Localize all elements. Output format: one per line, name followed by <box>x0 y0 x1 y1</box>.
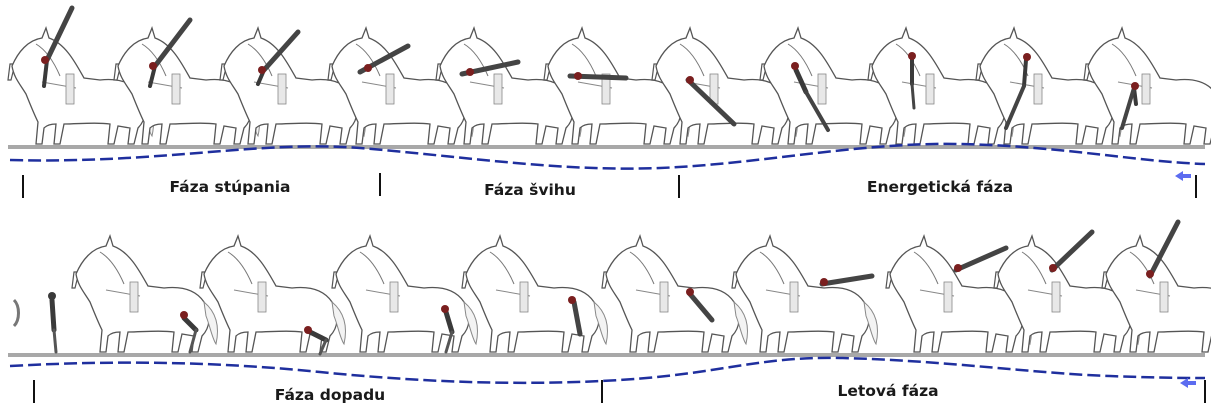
rider-2-1 <box>48 292 58 354</box>
rider-1-8 <box>791 62 830 132</box>
row-1-dashed-curve <box>9 142 1206 170</box>
rider-2-4b <box>568 296 583 337</box>
phase-label-ascent: Fáza stúpania <box>169 178 290 196</box>
phase-label-energy: Energetická fáza <box>867 178 1013 196</box>
rider-2-3 <box>304 326 329 356</box>
rider-2-0 <box>12 298 20 328</box>
left-arrow-icon <box>1180 378 1196 388</box>
row-2-phase-dividers <box>33 380 1206 403</box>
horse-2-4 <box>461 235 609 353</box>
rider-2-2 <box>180 311 199 354</box>
horse-2-5 <box>601 235 749 353</box>
rider-1-6 <box>567 72 629 81</box>
row-1-phase-dividers <box>22 173 1197 198</box>
phase-label-swing: Fáza švihu <box>484 181 576 199</box>
horse-2-3 <box>331 235 479 353</box>
horse-2-6 <box>731 235 879 353</box>
row-2-figures <box>8 219 1211 357</box>
rider-1-2 <box>148 17 193 88</box>
rider-1-5 <box>459 59 521 77</box>
rider-1-7 <box>685 76 737 127</box>
phase-label-landing: Fáza dopadu <box>275 386 385 404</box>
phase-label-flight: Letová fáza <box>837 382 938 400</box>
rider-2-7 <box>953 245 1009 273</box>
rider-1-1 <box>41 5 75 88</box>
rider-1-10 <box>1004 53 1031 130</box>
rider-2-9 <box>1146 219 1181 279</box>
row-2-dashed-curve <box>9 356 1206 385</box>
rider-2-8 <box>1049 229 1095 273</box>
row-1-figures <box>7 5 1211 149</box>
horse-2-2 <box>199 235 347 353</box>
rider-2-6 <box>819 273 875 287</box>
rider-2-5 <box>686 288 715 323</box>
rider-1-9 <box>908 52 916 110</box>
left-arrow-icon <box>1175 171 1191 181</box>
rider-2-4 <box>441 305 455 354</box>
rider-1-11 <box>1120 82 1139 130</box>
rider-1-4 <box>357 43 411 75</box>
rider-1-3 <box>256 29 301 86</box>
